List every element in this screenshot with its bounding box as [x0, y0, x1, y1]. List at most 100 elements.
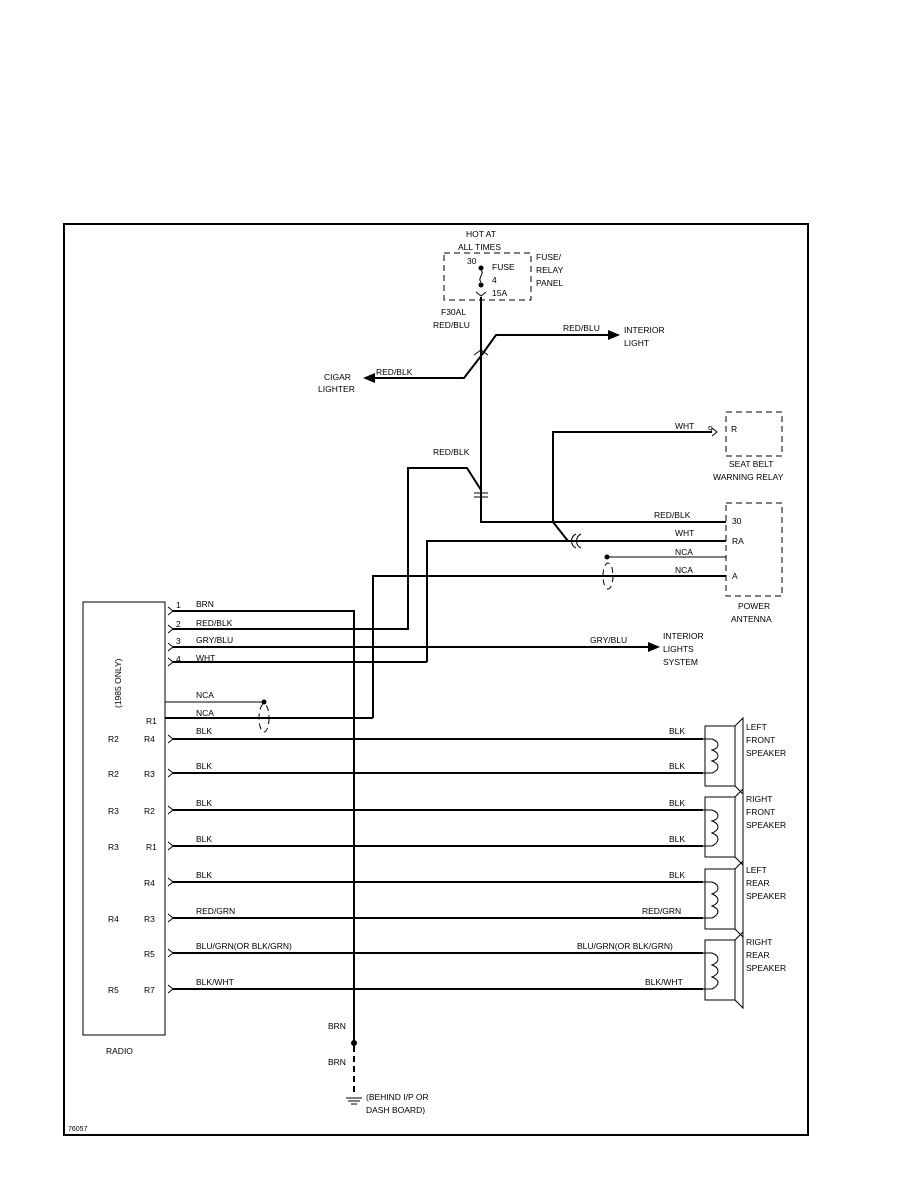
connector-f30al: F30AL [441, 307, 466, 317]
antenna-terminal-30: 30 [732, 516, 742, 526]
interior-lights-system-label-2: LIGHTS [663, 644, 694, 654]
row-wire: BLK [196, 798, 212, 808]
speaker-label: FRONT [746, 807, 775, 817]
antenna-terminal-a: A [732, 571, 738, 581]
speaker-label: SPEAKER [746, 891, 786, 901]
row-wire: BLK [196, 761, 212, 771]
row-right-code: R7 [144, 985, 155, 995]
fuse-label: FUSE [492, 262, 515, 272]
all-times-label: ALL TIMES [458, 242, 501, 252]
row-end-wire: BLU/GRN(OR BLK/GRN) [577, 941, 673, 951]
seat-belt-terminal-r: R [731, 424, 737, 434]
speaker-right-rear: RIGHT REAR SPEAKER [703, 930, 786, 1010]
power-antenna: 30 RA A POWER ANTENNA WHT NCA NCA [372, 502, 783, 718]
radio-note-1985: (1985 ONLY) [113, 658, 123, 708]
speaker-label: FRONT [746, 735, 775, 745]
splice-interior-cigar: RED/BLU INTERIOR LIGHT RED/BLK CIGAR LIG… [318, 323, 665, 394]
fuse-panel-label: FUSE/ [536, 252, 562, 262]
antenna-wire-wht: WHT [675, 528, 694, 538]
antenna-label: POWER [738, 601, 770, 611]
radio-pin-3: 3 [176, 636, 181, 646]
speaker-label: REAR [746, 878, 770, 888]
seat-belt-warning-relay: R SEAT BELT WARNING RELAY WHT 9 [552, 411, 784, 522]
fuse-panel-label-2: RELAY [536, 265, 564, 275]
row-end-wire: BLK [669, 834, 685, 844]
radio-nca-1: NCA [196, 690, 214, 700]
radio-label: RADIO [106, 1046, 133, 1056]
fuse-panel-label-3: PANEL [536, 278, 564, 288]
row-end-wire: RED/GRN [642, 906, 681, 916]
seat-belt-label: SEAT BELT [729, 459, 773, 469]
row-wire: BLK [196, 726, 212, 736]
row-right-code: R2 [144, 806, 155, 816]
speaker-label: SPEAKER [746, 820, 786, 830]
seat-belt-pin: 9 [708, 424, 713, 434]
interior-light-label: INTERIOR [624, 325, 665, 335]
ground-wire-bottom: BRN [328, 1057, 346, 1067]
antenna-wire-red-blk: RED/BLK [654, 510, 691, 520]
radio-wire-red-blk: RED/BLK [196, 618, 233, 628]
interior-light-wire: RED/BLU [563, 323, 600, 333]
interior-light-label-2: LIGHT [624, 338, 649, 348]
radio-nca-2: NCA [196, 708, 214, 718]
radio-wire-brn: BRN [196, 599, 214, 609]
speaker-label: REAR [746, 950, 770, 960]
row-end-wire: BLK/WHT [645, 977, 683, 987]
fuse-terminal-30: 30 [467, 256, 477, 266]
speaker-left-rear: LEFT REAR SPEAKER [703, 859, 786, 939]
row-right-code: R4 [144, 734, 155, 744]
antenna-terminal-ra: RA [732, 536, 744, 546]
row-wire: BLK [196, 834, 212, 844]
speaker-label: LEFT [746, 865, 767, 875]
speaker-left-front: LEFT FRONT SPEAKER [703, 716, 786, 796]
row-wire: RED/GRN [196, 906, 235, 916]
cigar-lighter-label-2: LIGHTER [318, 384, 355, 394]
row-left-code: R3 [108, 806, 119, 816]
fuse-amps: 15A [492, 288, 507, 298]
fuse-number: 4 [492, 275, 497, 285]
ground-wire-top: BRN [328, 1021, 346, 1031]
row-right-code: R4 [144, 878, 155, 888]
speaker-wiring: R2 R4 BLK BLK R2 R3 BLK BLK R3 R2 BLK BL… [108, 726, 703, 995]
row-wire: BLU/GRN(OR BLK/GRN) [196, 941, 292, 951]
diagram-frame [63, 223, 809, 1136]
row-end-wire: BLK [669, 726, 685, 736]
radio-pin-4: 4 [176, 654, 181, 664]
row-left-code: R3 [108, 842, 119, 852]
speaker-label: RIGHT [746, 937, 772, 947]
cigar-lighter-wire: RED/BLK [376, 367, 413, 377]
interior-lights-system-wire: GRY/BLU [590, 635, 627, 645]
speaker-label: LEFT [746, 722, 767, 732]
row-right-code: R5 [144, 949, 155, 959]
speaker-label: SPEAKER [746, 963, 786, 973]
radio-wire-gry-blu: GRY/BLU [196, 635, 233, 645]
interior-lights-system-label-3: SYSTEM [663, 657, 698, 667]
row-end-wire: BLK [669, 798, 685, 808]
seat-belt-wire: WHT [675, 421, 694, 431]
row-left-code: R2 [108, 769, 119, 779]
radio-pin-2: 2 [176, 619, 181, 629]
speaker-right-front: RIGHT FRONT SPEAKER [703, 787, 786, 867]
hot-at-label: HOT AT [466, 229, 496, 239]
row-end-wire: BLK [669, 870, 685, 880]
ground-label-2: DASH BOARD) [366, 1105, 425, 1115]
seat-belt-label-2: WARNING RELAY [713, 472, 784, 482]
figure-id: 76057 [68, 1126, 88, 1133]
ground-connection: BRN BRN (BEHIND I/P OR DASH BOARD) [328, 1021, 429, 1115]
main-wire-label: RED/BLU [433, 320, 470, 330]
row-right-code: R1 [146, 842, 157, 852]
red-blk-splice-label: RED/BLK [433, 447, 470, 457]
radio-wire-wht: WHT [196, 653, 215, 663]
radio-unit: RADIO (1985 ONLY) 1 2 3 4 BRN RED/BLK GR… [82, 599, 704, 1056]
antenna-wire-nca-2: NCA [675, 565, 693, 575]
antenna-label-2: ANTENNA [731, 614, 772, 624]
row-right-code: R3 [144, 914, 155, 924]
radio-r1: R1 [146, 716, 157, 726]
antenna-wire-nca: NCA [675, 547, 693, 557]
row-end-wire: BLK [669, 761, 685, 771]
row-wire: BLK/WHT [196, 977, 234, 987]
row-right-code: R3 [144, 769, 155, 779]
row-wire: BLK [196, 870, 212, 880]
cigar-lighter-label: CIGAR [324, 372, 351, 382]
